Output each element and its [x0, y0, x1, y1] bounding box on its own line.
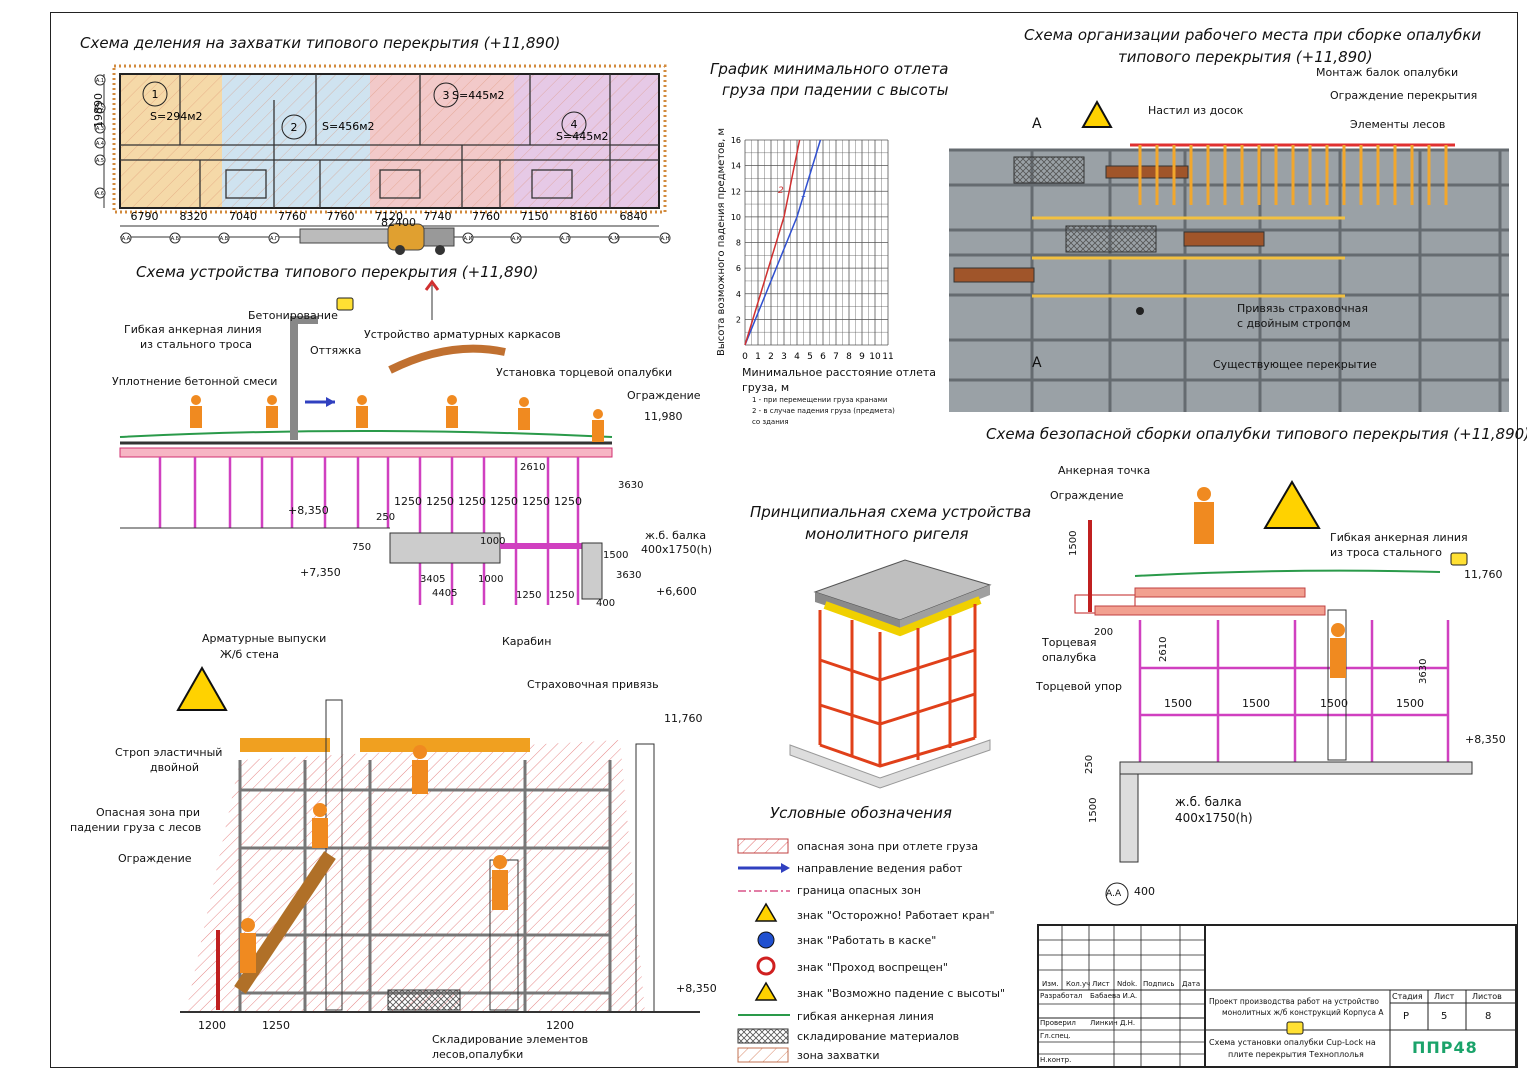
x-tick: 11	[882, 352, 893, 362]
x-tick: 8	[846, 352, 852, 362]
column-axis-marker	[169, 232, 181, 244]
column-axis-label: А.А	[122, 236, 131, 242]
row-axis-marker	[94, 137, 106, 149]
y-tick: 10	[731, 213, 741, 222]
workplace-title-line1: Схема организации рабочего места при сбо…	[1024, 26, 1482, 44]
zone-dim: 7040	[229, 210, 257, 223]
crossbar-title-line1: Принципиальная схема устройства	[750, 503, 1032, 521]
zone-area: S=445м2	[452, 89, 505, 102]
x-tick: 10	[869, 352, 881, 362]
column-axis-marker	[268, 232, 280, 244]
zone-area: S=294м2	[150, 110, 203, 123]
row-axis-label: А.3	[96, 126, 104, 132]
row-axis-label: А.2	[96, 106, 104, 112]
zone-number: 1	[152, 88, 159, 101]
y-tick: 2	[736, 315, 741, 324]
zone-number: 4	[571, 118, 578, 131]
row-axes: А.1А.2А.3А.4А.5А.6	[94, 74, 106, 199]
y-tick: 16	[731, 136, 741, 145]
row-axis-marker	[94, 187, 106, 199]
crane-vehicle	[299, 223, 455, 255]
x-tick: 4	[794, 352, 800, 362]
row-axis-label: А.4	[96, 141, 104, 147]
column-axis-marker	[510, 232, 522, 244]
row-axis-marker	[94, 102, 106, 114]
drawing-frame	[50, 12, 1518, 1068]
zone-number: 2	[291, 121, 298, 134]
row-axis-marker	[94, 122, 106, 134]
series-label: 1	[801, 190, 807, 200]
zone-dim: 7760	[472, 210, 500, 223]
zone-dim: 6790	[131, 210, 159, 223]
safe-assembly-title: Схема безопасной сборки опалубки типовог…	[986, 425, 1527, 443]
column-axis-label: А.Н	[661, 236, 670, 242]
y-tick: 14	[731, 162, 741, 171]
row-axis-marker	[94, 74, 106, 86]
graph-title-line2: груза при падении с высоты	[722, 81, 949, 99]
column-axis-label: А.Г	[270, 236, 278, 242]
series-label: 2	[778, 186, 784, 196]
zone-dim: 6840	[620, 210, 648, 223]
zone-dim: 7150	[521, 210, 549, 223]
safe-assembly-section	[1074, 480, 1473, 906]
workplace-plan	[949, 99, 1509, 412]
y-tick: 4	[736, 290, 741, 299]
zone-dim: 7760	[278, 210, 306, 223]
zone-area: S=445м2	[556, 130, 609, 143]
column-axis-label: А.Б	[171, 236, 180, 242]
x-tick: 3	[781, 352, 787, 362]
slab-device-title: Схема устройства типового перекрытия (+1…	[136, 263, 539, 281]
row-axis-label: А.1	[96, 78, 104, 84]
zone-number: 3	[443, 89, 450, 102]
crossbar-3d-scheme	[789, 559, 992, 789]
x-tick: 7	[833, 352, 839, 362]
series-line-2	[744, 139, 801, 346]
row-axis-label: А.5	[96, 158, 104, 164]
x-tick: 2	[768, 352, 774, 362]
scaffold-safety-section	[176, 665, 700, 1013]
zones-plan	[103, 64, 667, 238]
y-tick: 6	[736, 264, 741, 273]
zone-dim: 7740	[424, 210, 452, 223]
legend-symbols	[737, 838, 790, 1063]
row-axis-marker	[94, 154, 106, 166]
workplace-title-line2: типового перекрытия (+11,890)	[1118, 48, 1373, 66]
zone-area: S=456м2	[322, 120, 375, 133]
legend-title: Условные обозначения	[770, 804, 952, 822]
zone-dim: 8320	[180, 210, 208, 223]
column-axis-marker	[659, 232, 671, 244]
title-block	[1037, 924, 1517, 1068]
series-line-1	[744, 139, 822, 346]
column-axis-marker	[559, 232, 571, 244]
x-tick: 6	[820, 352, 826, 362]
zone-dim: 7760	[327, 210, 355, 223]
column-axis-label: А.М	[609, 236, 618, 242]
x-tick: 0	[742, 352, 748, 362]
zones-dimension-row: 6790 8320 7040 7760 7760 7120 7740 7760 7150 8160…	[131, 210, 648, 223]
column-axis-label: А.Л	[561, 236, 570, 242]
graph-title-line1: График минимального отлета	[710, 60, 949, 78]
x-tick: 5	[807, 352, 813, 362]
crossbar-title-line2: монолитного ригеля	[805, 525, 969, 543]
x-tick: 9	[859, 352, 865, 362]
y-tick: 8	[736, 239, 741, 248]
column-axis-label: А.И	[464, 236, 473, 242]
row-axis-label: А.6	[96, 191, 104, 197]
column-axis-marker	[120, 232, 132, 244]
slab-device-section	[119, 279, 613, 605]
zones-plan-title: Схема деления на захватки типового перек…	[80, 34, 561, 52]
y-tick: 12	[731, 187, 741, 196]
column-axis-marker	[608, 232, 620, 244]
column-axis-label: А.К	[512, 236, 521, 242]
x-tick: 1	[755, 352, 761, 362]
zone-dim: 7120	[375, 210, 403, 223]
column-axis-marker	[462, 232, 474, 244]
column-axis-marker	[218, 232, 230, 244]
zone-dim: 8160	[570, 210, 598, 223]
column-axis-label: А.В	[220, 236, 229, 242]
